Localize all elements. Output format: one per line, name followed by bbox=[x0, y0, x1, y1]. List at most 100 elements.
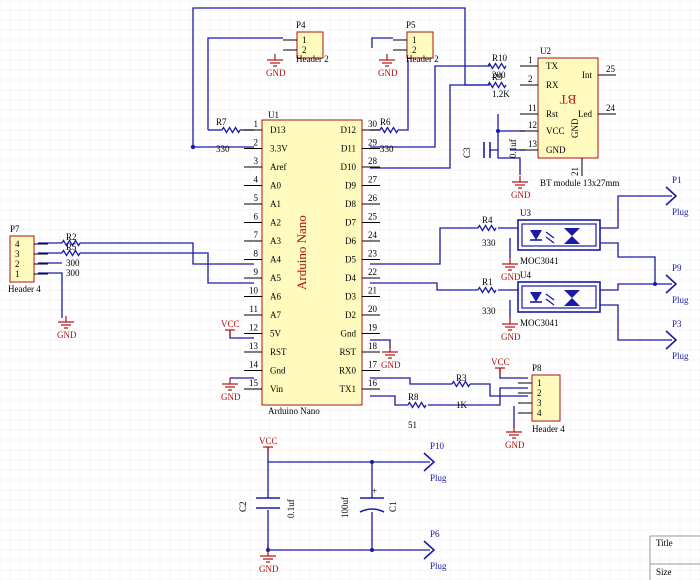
resistor-symbol bbox=[221, 126, 241, 134]
nano-pin-name: RST bbox=[270, 347, 287, 357]
header-pin-number: 1 bbox=[302, 35, 307, 45]
ground-label: GND bbox=[381, 360, 401, 370]
header-caption: Header 2 bbox=[406, 54, 439, 64]
header-pin-number: 2 bbox=[537, 388, 542, 398]
header-pin-number: 1 bbox=[15, 269, 20, 279]
bt-caption: BT module 13x27mm bbox=[540, 178, 619, 188]
nano-pin-number: 30 bbox=[368, 119, 378, 129]
nano-pin-name: A3 bbox=[270, 236, 281, 246]
nano-pin-name: A7 bbox=[270, 310, 281, 320]
resistor-ref: R3 bbox=[456, 373, 467, 383]
header-body bbox=[531, 374, 561, 422]
title-block: Title Size bbox=[649, 535, 700, 580]
resistor-ref: R10 bbox=[492, 53, 508, 63]
nano-pin-number: 21 bbox=[368, 286, 377, 296]
plug-label: Plug bbox=[672, 295, 689, 305]
resistor-ref: R7 bbox=[216, 117, 227, 127]
bt-label: BT bbox=[560, 92, 577, 107]
title-label: Title bbox=[656, 538, 673, 548]
bt-pin-number: 11 bbox=[528, 103, 537, 113]
header-pin-number: 3 bbox=[537, 398, 542, 408]
bt-pin-number: 12 bbox=[528, 120, 537, 130]
nano-pin-number: 14 bbox=[249, 360, 259, 370]
nano-pin-number: 24 bbox=[368, 230, 378, 240]
ground-label: GND bbox=[378, 68, 398, 78]
capacitor-c2 bbox=[256, 497, 280, 509]
resistors: R7330R6330R10200R91.2KR2300R5300R4330R13… bbox=[61, 53, 510, 430]
arduino-nano-symbol: Arduino Nano U1 Arduino Nano bbox=[261, 110, 363, 416]
bt-module-symbol: BT U2 BT module 13x27mm bbox=[537, 46, 619, 188]
nano-pin-name: Aref bbox=[270, 162, 287, 172]
header-ref: P5 bbox=[406, 20, 416, 30]
optocoupler-inner-frame bbox=[521, 285, 597, 309]
triac-icon-bottom bbox=[564, 236, 580, 244]
nano-pin-name: Gnd bbox=[270, 366, 286, 376]
resistor-value: 330 bbox=[482, 238, 496, 248]
nano-pin-number: 18 bbox=[368, 341, 378, 351]
nano-ref: U1 bbox=[268, 110, 279, 120]
nano-pin-name: D7 bbox=[345, 218, 356, 228]
nano-pin-number: 10 bbox=[249, 286, 259, 296]
resistor-symbol bbox=[487, 62, 507, 70]
resistor-ref: R1 bbox=[482, 277, 493, 287]
bt-ref: U2 bbox=[540, 46, 551, 56]
c1-value: 100uf bbox=[340, 497, 350, 518]
plug-arrow-icon bbox=[423, 540, 436, 560]
resistor-symbol bbox=[407, 401, 427, 409]
c3-value: 0.1uf bbox=[508, 139, 518, 158]
plug-arrow-icon bbox=[665, 330, 678, 350]
nano-pin-number: 8 bbox=[254, 249, 259, 259]
header-caption: Header 4 bbox=[8, 284, 41, 294]
plug-arrow-icon bbox=[665, 274, 678, 294]
bt-pin-name: Int bbox=[582, 70, 592, 80]
nano-pin-number: 2 bbox=[254, 138, 259, 148]
optocoupler-part: MOC3041 bbox=[520, 256, 559, 266]
header-ref: P8 bbox=[532, 363, 542, 373]
nano-pins: 1D1323.3V3Aref4A05A16A27A38A49A510A611A7… bbox=[244, 119, 380, 394]
resistor-symbol bbox=[477, 286, 497, 294]
c3-ref: C3 bbox=[462, 147, 472, 158]
plug-arrow-icon bbox=[665, 186, 678, 206]
ground-label: GND bbox=[266, 68, 286, 78]
ground-label: GND bbox=[259, 564, 279, 574]
resistor-value: 330 bbox=[482, 306, 496, 316]
wires bbox=[38, 7, 672, 552]
resistor-ref: R8 bbox=[408, 392, 419, 402]
header-pin-number: 1 bbox=[412, 35, 417, 45]
plug-ref: P1 bbox=[672, 175, 682, 185]
resistor-symbol bbox=[61, 249, 81, 257]
resistor-symbol bbox=[379, 126, 399, 134]
nano-pin-number: 1 bbox=[254, 119, 259, 129]
resistor-symbol bbox=[477, 224, 497, 232]
bt-pin-name: GND bbox=[570, 118, 580, 138]
bt-pin-name: VCC bbox=[546, 126, 565, 136]
nano-pin-number: 22 bbox=[368, 267, 377, 277]
nano-pin-number: 4 bbox=[254, 175, 259, 185]
nano-pin-number: 17 bbox=[368, 360, 378, 370]
resistor-value: 330 bbox=[216, 144, 230, 154]
light-arrows-icon bbox=[545, 293, 555, 306]
optocoupler-ref: U3 bbox=[520, 208, 531, 218]
resistor-value: 200 bbox=[492, 70, 506, 80]
capacitor-c1: + bbox=[359, 486, 385, 513]
nano-pin-name: 5V bbox=[270, 329, 282, 339]
nano-pin-number: 29 bbox=[368, 138, 378, 148]
nano-pin-number: 20 bbox=[368, 304, 378, 314]
resistor-ref: R5 bbox=[66, 242, 77, 252]
bt-pin-number: 13 bbox=[528, 139, 538, 149]
bt-pin-number: 25 bbox=[606, 64, 616, 74]
nano-pin-name: D4 bbox=[345, 273, 356, 283]
nano-pin-number: 28 bbox=[368, 156, 378, 166]
nano-pin-number: 13 bbox=[249, 341, 259, 351]
ground-label: GND bbox=[221, 392, 241, 402]
resistor-value: 1K bbox=[456, 400, 468, 410]
nano-pin-name: A6 bbox=[270, 292, 281, 302]
resistor-ref: R4 bbox=[482, 215, 493, 225]
nano-pin-name: RX0 bbox=[339, 366, 357, 376]
bt-pin-number: 24 bbox=[606, 103, 616, 113]
plug-arrow-icon bbox=[423, 452, 436, 472]
